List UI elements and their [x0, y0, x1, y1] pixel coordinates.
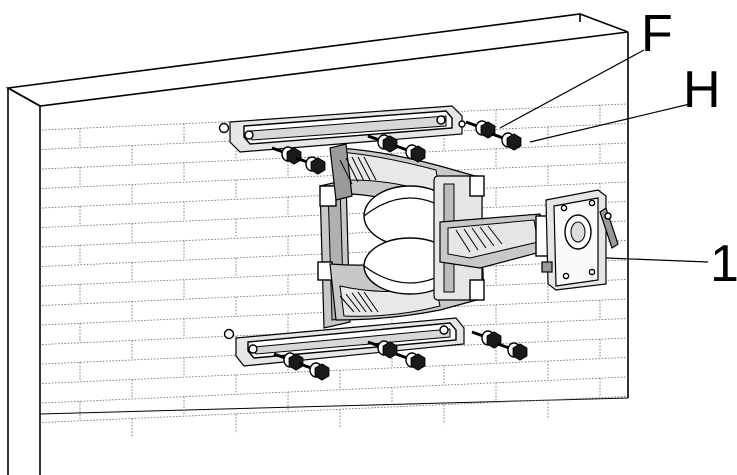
lag-bolt-icon — [395, 352, 426, 371]
callout-leaders — [499, 49, 709, 263]
lag-bolt-icon — [367, 134, 398, 153]
lag-bolt-icon — [491, 132, 522, 151]
lag-bolt-icon — [295, 156, 326, 175]
callout-label-1: 1 — [710, 235, 737, 293]
tv-mounting-plate — [541, 189, 619, 291]
lag-bolt-icon — [395, 144, 426, 163]
lag-bolt-icon — [367, 340, 398, 359]
extension-arm — [439, 213, 549, 269]
top-wall-rail — [218, 105, 466, 153]
bottom-wall-rail — [223, 317, 465, 367]
wall — [5, 13, 629, 475]
lag-bolt-icon — [497, 342, 528, 361]
lag-bolt-icon — [471, 330, 502, 349]
lag-bolt-icon — [465, 120, 496, 139]
lag-bolts — [271, 120, 528, 381]
lag-bolt-icon — [271, 146, 302, 165]
callout-label-h: H — [683, 61, 721, 119]
lag-bolt-icon — [273, 352, 304, 371]
lag-bolt-icon — [299, 362, 330, 381]
callout-label-f: F — [641, 5, 673, 63]
